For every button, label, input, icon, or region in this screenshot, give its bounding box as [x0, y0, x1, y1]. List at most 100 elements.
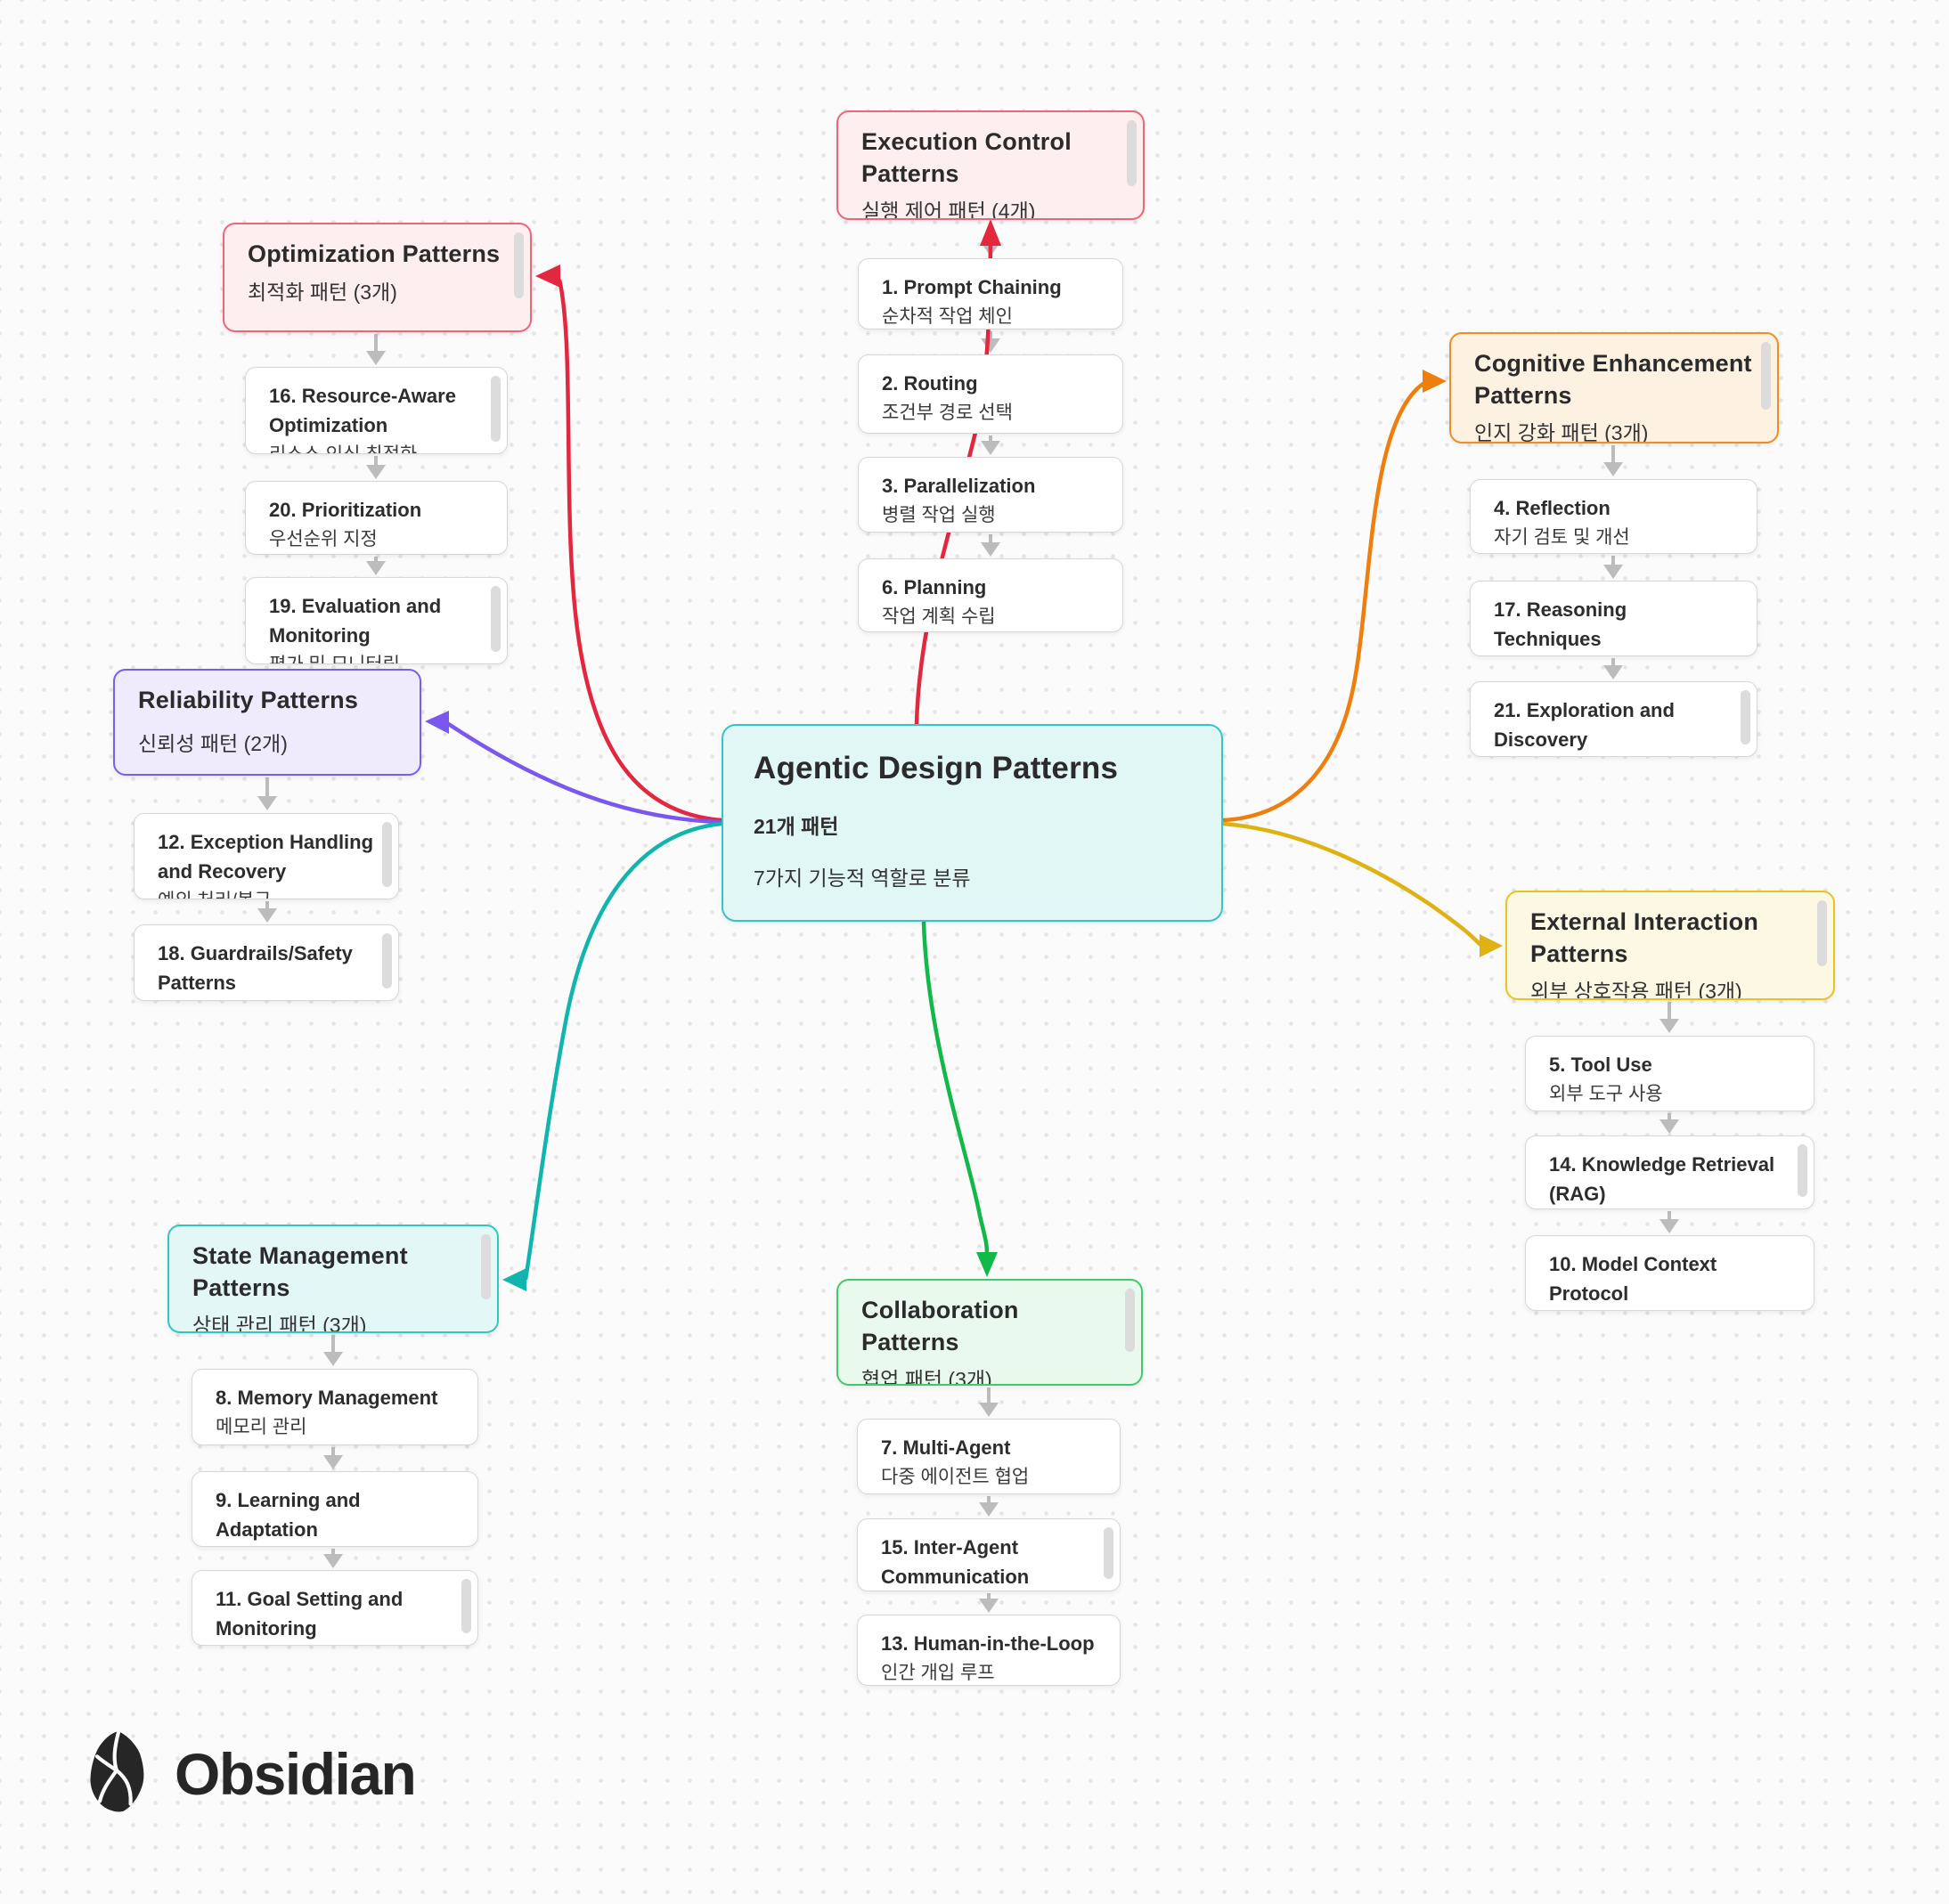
category-subtitle: 협업 패턴 (3개) [861, 1368, 992, 1386]
node-routing[interactable]: 2. Routing 조건부 경로 선택 [858, 354, 1123, 434]
node-title: 9. Learning and Adaptation [216, 1489, 361, 1541]
node-multi-agent[interactable]: 7. Multi-Agent 다중 에이전트 협업 [857, 1419, 1121, 1494]
node-prioritization[interactable]: 20. Prioritization 우선순위 지정 [245, 481, 508, 555]
scrollbar-thumb[interactable] [514, 232, 524, 298]
scrollbar-thumb[interactable] [1104, 1527, 1113, 1579]
scrollbar-thumb[interactable] [1761, 342, 1771, 410]
node-inter-agent-communication[interactable]: 15. Inter-Agent Communication A2A 통신 [857, 1518, 1121, 1591]
center-description: 7가지 기능적 역할로 분류 [754, 867, 971, 890]
node-title: 6. Planning [882, 576, 987, 598]
obsidian-wordmark: Obsidian [175, 1741, 417, 1807]
node-exception-handling-and-recovery[interactable]: 12. Exception Handling and Recovery 예외 처… [134, 813, 399, 899]
node-subtitle: 메모리 관리 [216, 1417, 307, 1437]
scrollbar-thumb[interactable] [382, 822, 392, 887]
node-reasoning-techniques[interactable]: 17. Reasoning Techniques 추론 기법 [1470, 581, 1757, 656]
node-title: 10. Model Context Protocol [1549, 1253, 1717, 1305]
node-guardrails-safety-patterns[interactable]: 18. Guardrails/Safety Patterns 가드레일/안전 [134, 924, 399, 1001]
edge-collaboration [921, 921, 998, 1277]
scrollbar-thumb[interactable] [1741, 690, 1750, 745]
category-execution-control-patterns[interactable]: Execution Control Patterns 실행 제어 패턴 (4개) [836, 110, 1145, 220]
node-subtitle: 리소스 인식 최적화 [269, 442, 484, 453]
category-cognitive-enhancement-patterns[interactable]: Cognitive Enhancement Patterns 인지 강화 패턴 … [1449, 332, 1779, 443]
node-human-in-the-loop[interactable]: 13. Human-in-the-Loop 인간 개입 루프 [857, 1615, 1121, 1686]
node-goal-setting-and-monitoring[interactable]: 11. Goal Setting and Monitoring 목표 설정/모니… [192, 1570, 478, 1646]
node-agentic-design-patterns[interactable]: Agentic Design Patterns 21개 패턴 7가지 기능적 역… [722, 724, 1223, 922]
node-learning-and-adaptation[interactable]: 9. Learning and Adaptation 학습 및 적응 [192, 1471, 478, 1547]
category-title: Reliability Patterns [138, 687, 359, 713]
category-subtitle: 외부 상호작용 패턴 (3개) [1530, 980, 1742, 1000]
node-title: 3. Parallelization [882, 475, 1036, 497]
node-subtitle: 병렬 작업 실행 [882, 505, 996, 525]
scrollbar-thumb[interactable] [491, 586, 501, 652]
node-title: 16. Resource-Aware Optimization [269, 385, 456, 436]
category-reliability-patterns[interactable]: Reliability Patterns 신뢰성 패턴 (2개) [113, 669, 421, 776]
center-title: Agentic Design Patterns [754, 751, 1119, 785]
category-subtitle: 상태 관리 패턴 (3개) [192, 1314, 367, 1333]
node-subtitle: 예외 처리/복구 [158, 888, 375, 899]
category-title: Collaboration Patterns [861, 1297, 1019, 1355]
category-subtitle: 신뢰성 패턴 (2개) [138, 731, 288, 755]
node-title: 20. Prioritization [269, 499, 422, 521]
node-subtitle: 탐색 및 발견 [1494, 756, 1733, 757]
scrollbar-thumb[interactable] [1817, 900, 1827, 966]
node-subtitle: 추론 기법 [1494, 655, 1733, 656]
node-title: 5. Tool Use [1549, 1054, 1652, 1076]
node-title: 2. Routing [882, 372, 978, 395]
node-exploration-and-discovery[interactable]: 21. Exploration and Discovery 탐색 및 발견 [1470, 681, 1757, 757]
scrollbar-thumb[interactable] [1798, 1144, 1807, 1197]
node-subtitle: 외부 도구 사용 [1549, 1084, 1663, 1104]
node-subtitle: 우선순위 지정 [269, 529, 378, 549]
scrollbar-thumb[interactable] [461, 1579, 471, 1633]
node-prompt-chaining[interactable]: 1. Prompt Chaining 순차적 작업 체인 [858, 258, 1123, 330]
node-subtitle: MCP [1549, 1310, 1790, 1311]
node-evaluation-and-monitoring[interactable]: 19. Evaluation and Monitoring 평가 및 모니터링 [245, 577, 508, 664]
category-title: Optimization Patterns [248, 240, 501, 267]
scrollbar-thumb[interactable] [1125, 1289, 1135, 1352]
node-title: 15. Inter-Agent Communication [881, 1536, 1030, 1588]
node-title: 17. Reasoning Techniques [1494, 598, 1627, 650]
node-memory-management[interactable]: 8. Memory Management 메모리 관리 [192, 1369, 478, 1445]
node-subtitle: 조건부 경로 선택 [882, 403, 1013, 423]
node-resource-aware-optimization[interactable]: 16. Resource-Aware Optimization 리소스 인식 최… [245, 367, 508, 454]
node-title: 1. Prompt Chaining [882, 276, 1062, 298]
scrollbar-thumb[interactable] [1127, 120, 1137, 186]
category-title: Cognitive Enhancement Patterns [1474, 350, 1752, 409]
node-title: 21. Exploration and Discovery [1494, 699, 1675, 751]
node-title: 13. Human-in-the-Loop [881, 1632, 1095, 1655]
node-title: 18. Guardrails/Safety Patterns [158, 942, 353, 994]
scrollbar-thumb[interactable] [481, 1234, 491, 1299]
category-external-interaction-patterns[interactable]: External Interaction Patterns 외부 상호작용 패턴… [1505, 891, 1835, 1000]
center-pattern-count: 21개 패턴 [754, 815, 839, 838]
edge-external-interaction [1222, 821, 1503, 957]
category-state-management-patterns[interactable]: State Management Patterns 상태 관리 패턴 (3개) [167, 1225, 499, 1333]
scrollbar-thumb[interactable] [382, 933, 392, 989]
node-subtitle: 학습 및 적응 [216, 1546, 454, 1547]
node-subtitle: 평가 및 모니터링 [269, 652, 484, 663]
scrollbar-thumb[interactable] [491, 376, 501, 442]
node-subtitle: 자기 검토 및 개선 [1494, 527, 1630, 548]
category-title: External Interaction Patterns [1530, 908, 1759, 967]
category-subtitle: 실행 제어 패턴 (4개) [861, 199, 1036, 220]
node-title: 11. Goal Setting and Monitoring [216, 1588, 404, 1640]
obsidian-stone-icon [90, 1730, 144, 1812]
gray-connectors [257, 230, 1679, 1613]
node-subtitle: 순차적 작업 체인 [882, 306, 1013, 327]
node-subtitle: 목표 설정/모니터링 [216, 1645, 454, 1646]
node-subtitle: 가드레일/안전 [158, 999, 375, 1000]
category-title: State Management Patterns [192, 1242, 408, 1301]
node-parallelization[interactable]: 3. Parallelization 병렬 작업 실행 [858, 457, 1123, 533]
node-title: 7. Multi-Agent [881, 1436, 1011, 1459]
node-subtitle: 다중 에이전트 협업 [881, 1467, 1030, 1487]
node-title: 4. Reflection [1494, 497, 1611, 519]
category-optimization-patterns[interactable]: Optimization Patterns 최적화 패턴 (3개) [223, 223, 532, 332]
category-collaboration-patterns[interactable]: Collaboration Patterns 협업 패턴 (3개) [836, 1279, 1143, 1386]
node-reflection[interactable]: 4. Reflection 자기 검토 및 개선 [1470, 479, 1757, 554]
node-title: 12. Exception Handling and Recovery [158, 831, 374, 883]
node-title: 8. Memory Management [216, 1387, 438, 1409]
category-title: Execution Control Patterns [861, 128, 1072, 187]
node-knowledge-retrieval-rag[interactable]: 14. Knowledge Retrieval (RAG) 지식 검색 [1525, 1135, 1814, 1209]
node-tool-use[interactable]: 5. Tool Use 외부 도구 사용 [1525, 1036, 1814, 1111]
node-model-context-protocol[interactable]: 10. Model Context Protocol MCP [1525, 1235, 1814, 1311]
node-planning[interactable]: 6. Planning 작업 계획 수립 [858, 558, 1123, 632]
